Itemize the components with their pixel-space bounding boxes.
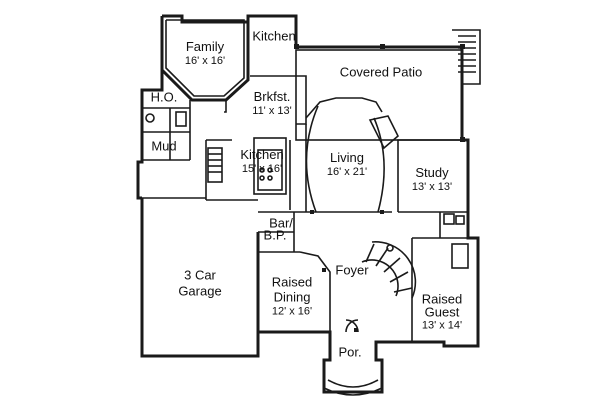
room-kitchen-top: Kitchen [252,28,296,44]
room-foyer: Foyer [335,262,369,278]
room-study-name: Study [415,165,449,181]
interior-walls [142,19,481,396]
posts [294,44,465,332]
room-garage-line1: 3 Car [184,267,216,283]
room-study: Study 13' x 13' [411,165,453,194]
room-kitchen-dims: 15' x 16' [241,163,283,176]
room-study-dims: 13' x 13' [411,181,453,194]
room-family-dims: 16' x 16' [184,55,226,68]
room-butler-pantry: B.P. [263,227,287,243]
room-living-dims: 16' x 21' [326,166,368,179]
room-home-office: H.O. [150,89,178,105]
room-raised-dining-line2: Dining [273,289,311,305]
room-raised-dining-dims: 12' x 16' [272,306,312,319]
exterior-walls [136,14,480,394]
room-garage-line2: Garage [178,283,222,299]
room-kitchen-name: Kitchen [240,147,284,163]
room-raised-dining-dims-text: 12' x 16' [271,305,313,318]
room-breakfast-name: Brkfst. [253,89,291,105]
room-raised-guest-dims: 13' x 14' [422,320,462,333]
room-raised-dining-line1: Raised [271,274,313,290]
room-bar: Bar/ [269,215,293,231]
room-breakfast: Brkfst. 11' x 13' [252,89,292,118]
room-kitchen: Kitchen 15' x 16' [240,147,284,176]
room-family: Family 16' x 16' [184,39,226,68]
room-family-name: Family [185,39,225,55]
room-breakfast-dims: 11' x 13' [252,105,292,118]
room-covered-patio: Covered Patio [339,64,423,80]
room-raised-guest-line2: Guest [424,304,460,320]
room-living-name: Living [330,150,364,166]
room-raised-guest-line1: Raised [421,291,463,307]
room-living: Living 16' x 21' [326,150,368,179]
room-mud: Mud [151,138,177,154]
room-porch: Por. [338,344,362,360]
room-raised-guest-dims-text: 13' x 14' [421,319,463,332]
